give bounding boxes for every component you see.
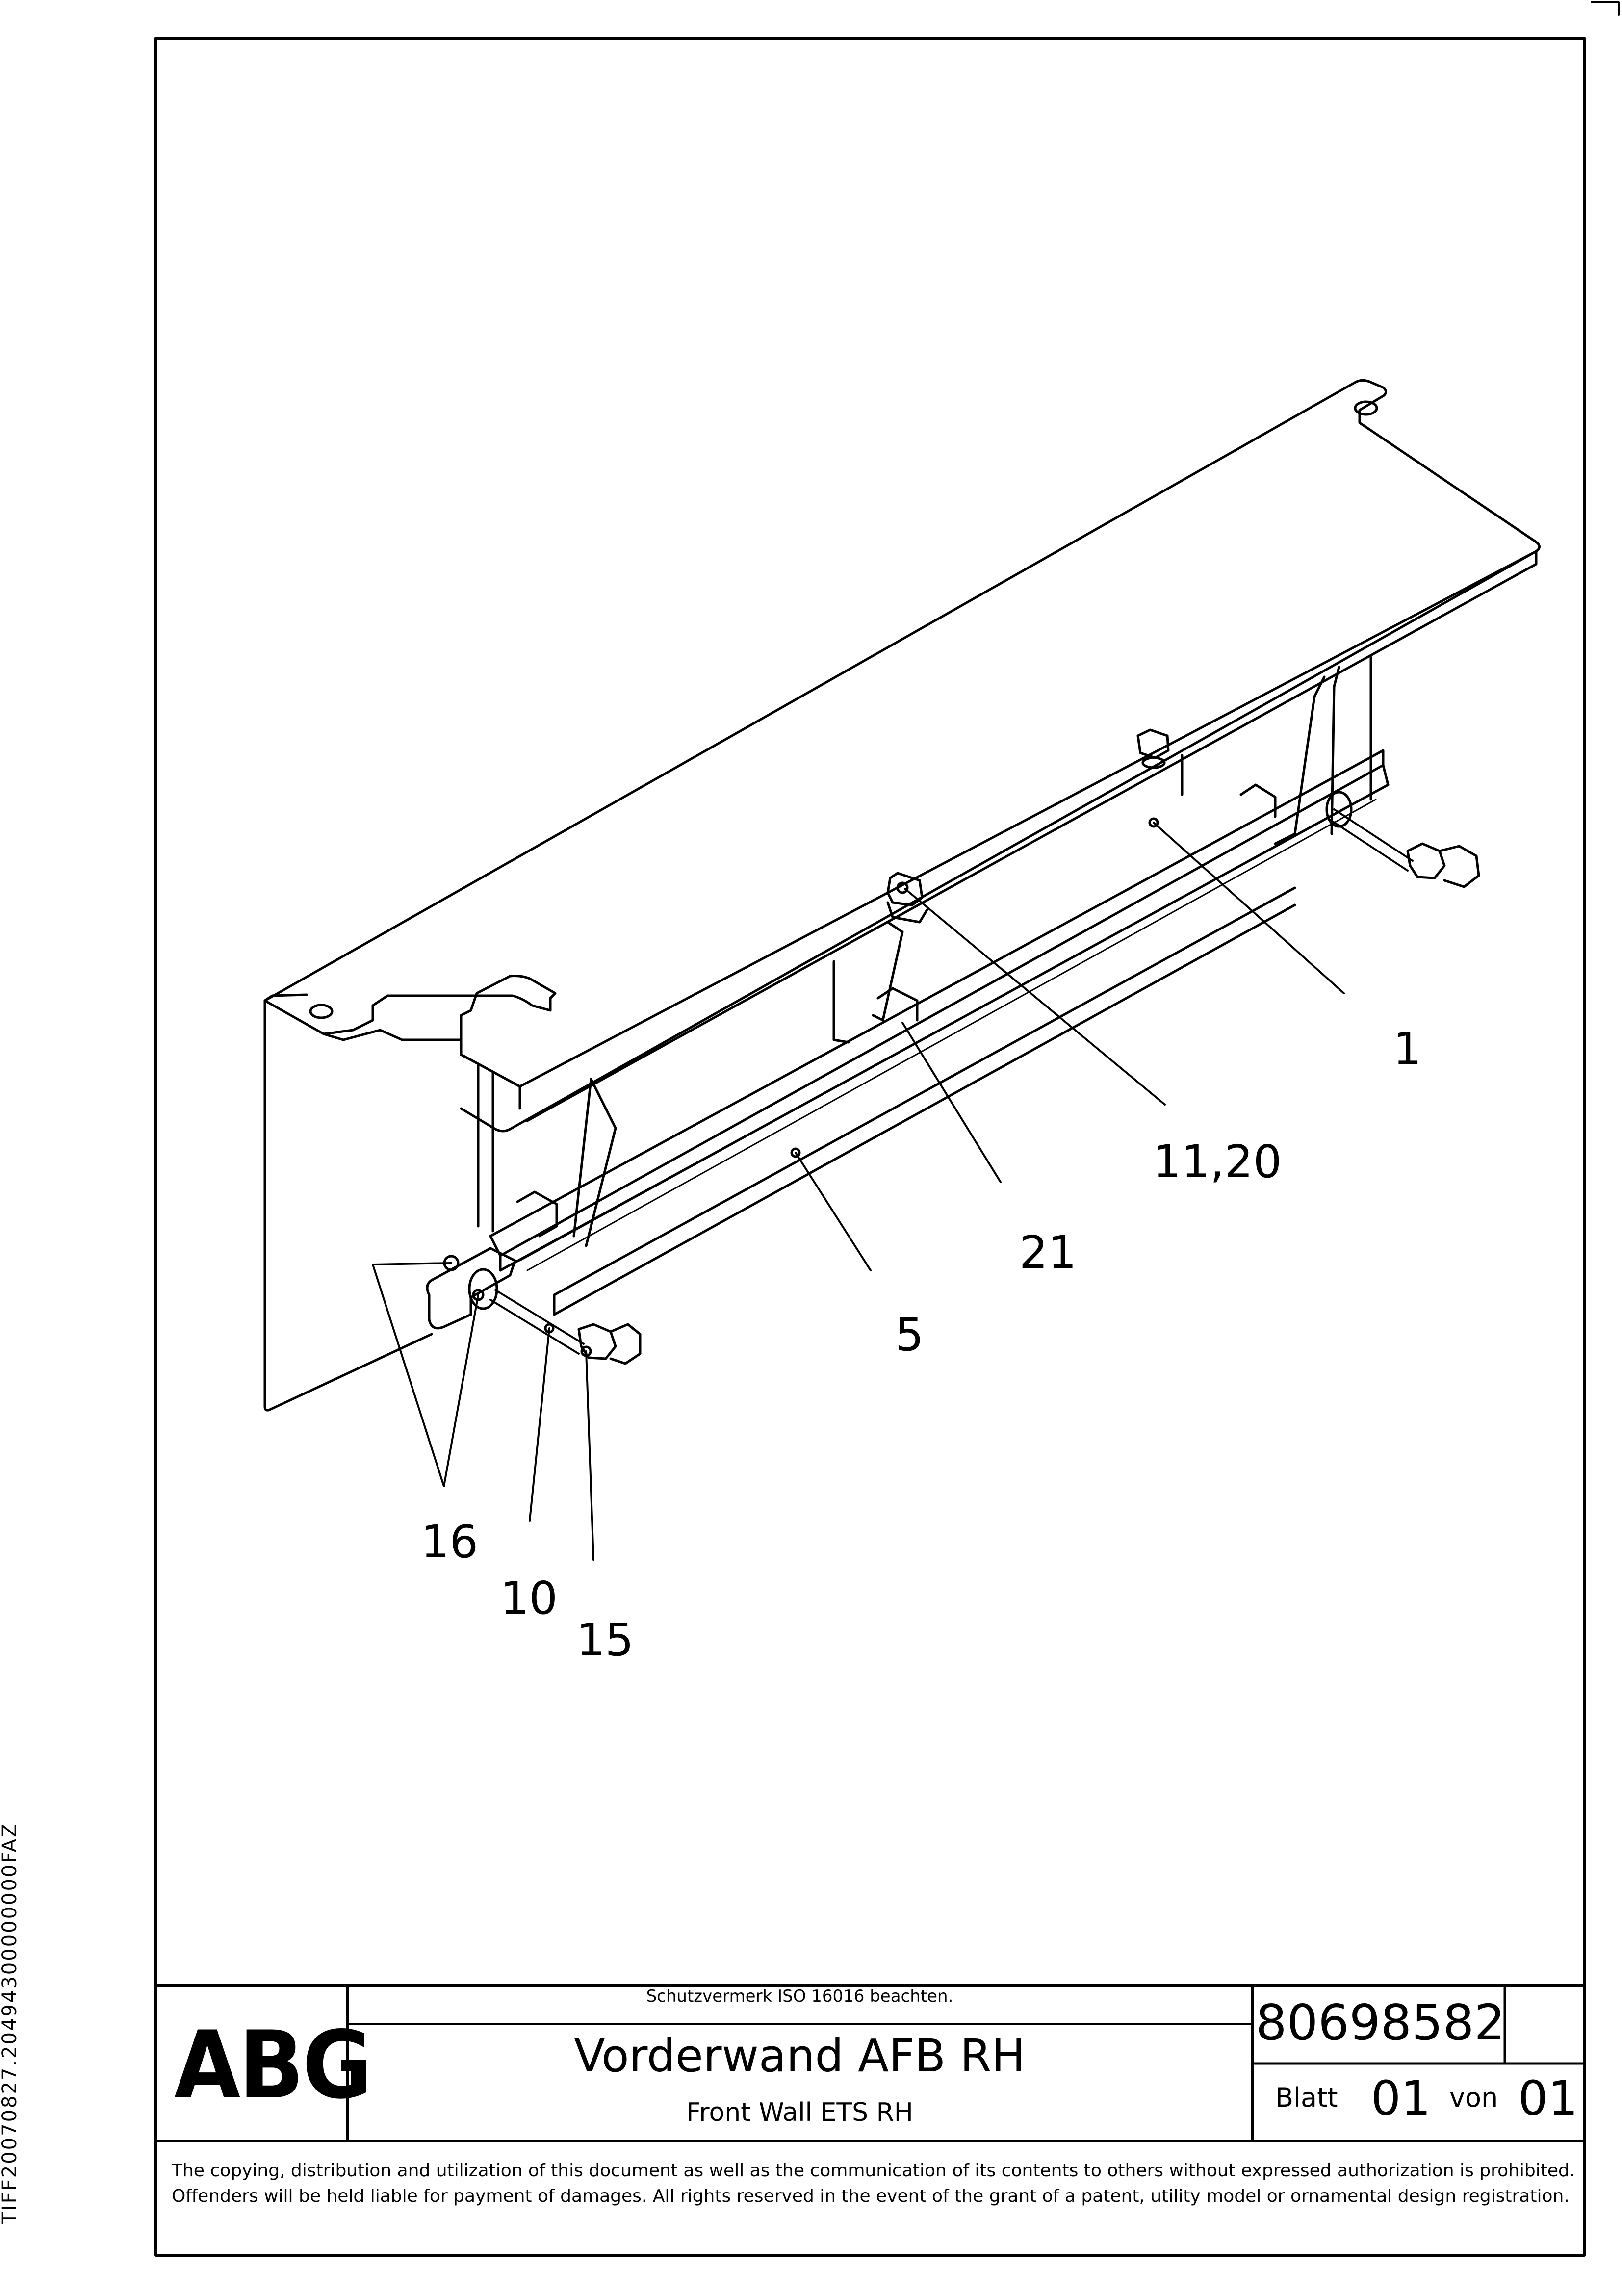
leader-11-20 [904,888,1166,1106]
side-code-text: TIFF20070827.20494300000000FAZ [0,1822,21,2224]
callout-10: 10 [500,1572,558,1625]
bracket-right [1274,675,1326,845]
callout-16: 16 [421,1516,479,1568]
company-logo: ABG [174,2011,373,2119]
leader-15 [585,1350,594,1561]
drawing-frame [154,37,1586,2257]
end-bracket-left [426,1279,472,1330]
hex-nut-left [577,1323,617,1360]
channel-rail-bottom [553,886,1296,1296]
leader-1 [1153,822,1345,994]
wall-panel-edge [263,999,433,1412]
cap-nut-right [1438,845,1480,888]
clip-left [516,1190,558,1238]
copyright-notice: The copying, distribution and utilizatio… [172,2161,1575,2206]
drawing-title: Vorderwand AFB RH [574,2030,1026,2082]
sheet-total: 01 [1518,2071,1578,2126]
top-bolt [1136,728,1170,759]
callout-11-20: 11,20 [1153,1135,1282,1188]
clip-right [1239,783,1277,818]
plate-hole-right [1354,400,1378,416]
callout-15: 15 [576,1614,634,1666]
cap-nut-left [609,1323,642,1365]
sheet-number: 01 [1371,2071,1431,2126]
wall-notch [322,975,557,1041]
of-label: von [1449,2082,1498,2113]
callout-1: 1 [1393,1023,1422,1075]
leader-16a [372,1264,445,1487]
plate-hole-left [309,1004,334,1019]
clip-middle [876,987,919,1022]
leader-16a-top [372,1262,452,1265]
bracket-middle [872,921,904,1022]
leader-21 [901,1022,1002,1183]
protection-note: Schutzvermerk ISO 16016 beachten. [646,1986,953,2006]
part-number: 80698582 [1256,1994,1505,2051]
hex-nut-right [1406,842,1446,879]
top-plate [263,379,1541,1133]
leader-lines [372,822,1345,1561]
leader-16b [443,1294,479,1487]
callout-5: 5 [895,1309,924,1361]
leader-10 [529,1327,550,1522]
bolt-11-20 [886,872,924,906]
plate-point-1 [1148,817,1159,828]
bracket-left [585,1078,617,1247]
drawing-subtitle: Front Wall ETS RH [686,2098,913,2127]
corner-mark [1591,1,1620,16]
leader-5 [795,1152,872,1271]
rail-point-5 [790,1147,801,1158]
sheet-label: Blatt [1275,2082,1338,2113]
front-wall-drawing [263,379,1541,1412]
side-code: TIFF20070827.20494300000000FAZ [0,1756,21,2291]
callout-21: 21 [1019,1226,1077,1279]
